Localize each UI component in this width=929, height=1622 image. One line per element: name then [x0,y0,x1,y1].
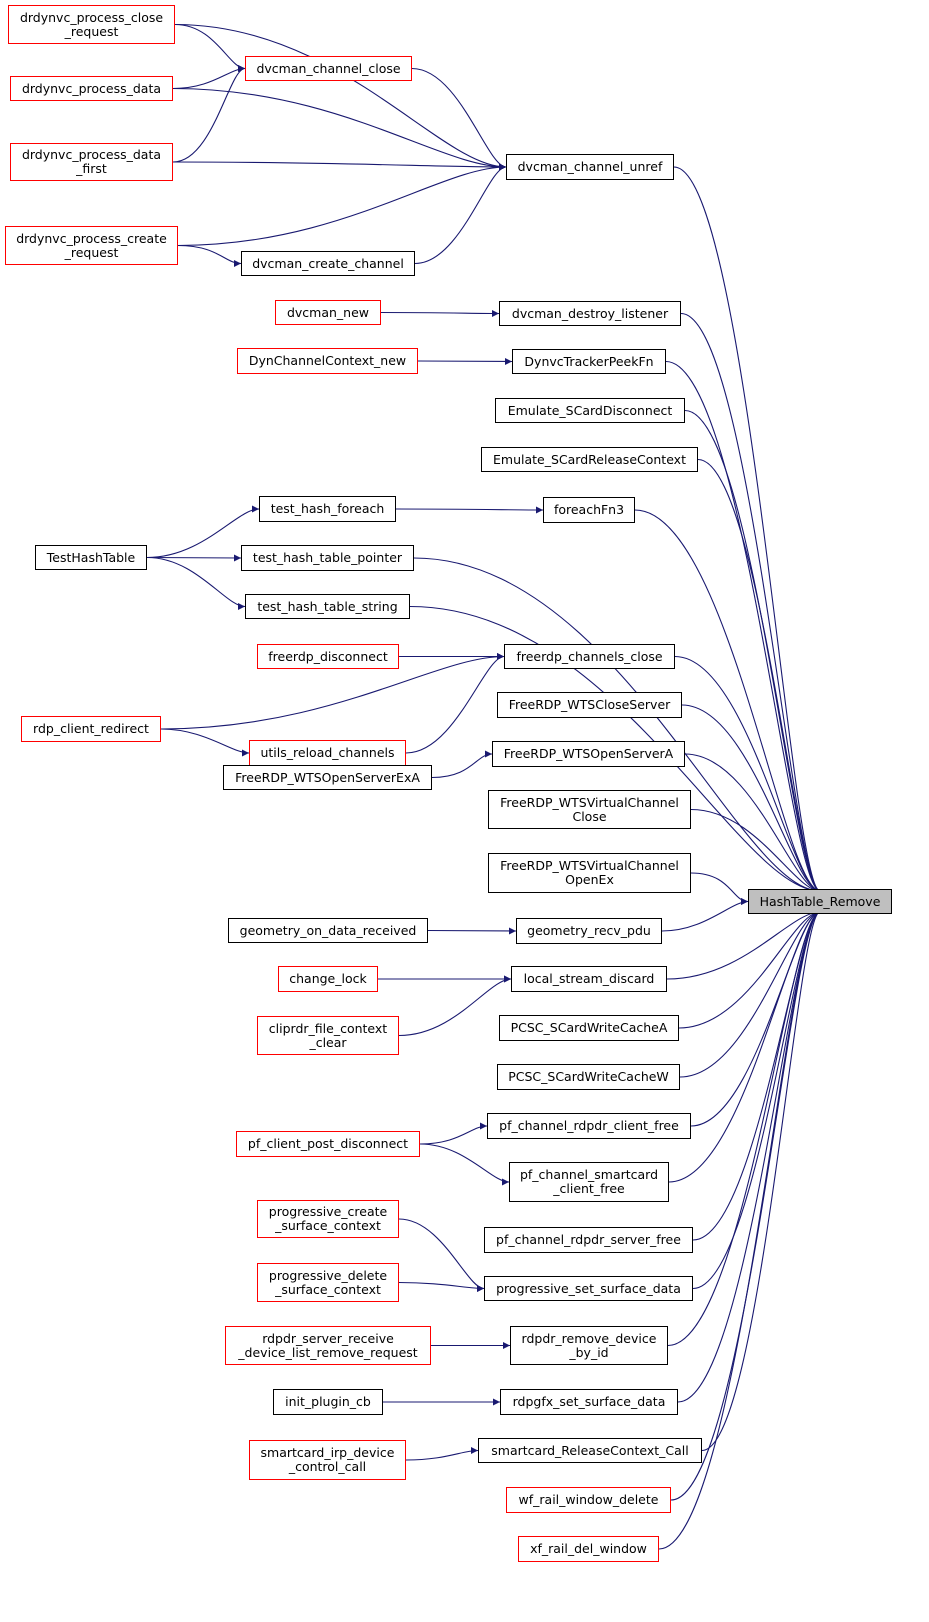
edge-DynChannelContext_new-to-DynvcTrackerPeekFn [417,357,513,365]
node-progressive-create-surface-context[interactable]: progressive_create _surface_context [257,1200,399,1238]
edge-dvcman_new-to-dvcman_destroy_listener [380,309,500,317]
node-pf-channel-rdpdr-client-free[interactable]: pf_channel_rdpdr_client_free [487,1113,691,1139]
edge-FreeRDP_WTSCloseServer-to-target [681,704,821,895]
edge-dvcman_channel_unref-to-target [673,166,821,895]
edge-utils_reload_channels-to-freerdp_channels_close [405,653,505,754]
node-freerdp-wtscloseserver[interactable]: FreeRDP_WTSCloseServer [497,692,682,718]
node-dvcman-new[interactable]: dvcman_new [275,300,381,325]
node-progressive-delete-surface-context[interactable]: progressive_delete _surface_context [257,1263,399,1302]
node-change-lock[interactable]: change_lock [278,966,378,992]
node-dvcman-channel-unref[interactable]: dvcman_channel_unref [506,154,674,180]
edge-drdynvc_process_create_request-to-dvcman_create_channel [177,244,242,267]
node-freerdp-disconnect[interactable]: freerdp_disconnect [257,644,399,669]
edge-rdpgfx_set_surface_data-to-target [677,908,821,1403]
edge-TestHashTable-to-test_hash_table_pointer [146,554,242,562]
node-hashtable-remove: HashTable_Remove [748,889,892,914]
edge-TestHashTable-to-test_hash_table_string [146,556,246,610]
edge-drdynvc_process_data-to-dvcman_channel_close [172,65,246,90]
edge-rdp_client_redirect-to-utils_reload_channels [160,728,250,757]
node-rdp-client-redirect[interactable]: rdp_client_redirect [21,716,161,742]
edge-drdynvc_process_create_request-to-dvcman_channel_unref [177,163,507,247]
edge-Emulate_SCardReleaseContext-to-target [697,458,821,895]
node-pcsc-scardwritecachew[interactable]: PCSC_SCardWriteCacheW [497,1064,680,1090]
edge-drdynvc_process_close_request-to-dvcman_channel_unref [174,23,507,171]
node-rdpdr-server-receive-device-list-remove-request[interactable]: rdpdr_server_receive _device_list_remove… [225,1326,431,1365]
node-pf-channel-rdpdr-server-free[interactable]: pf_channel_rdpdr_server_free [484,1227,693,1253]
node-drdynvc-process-close-request[interactable]: drdynvc_process_close _request [8,5,175,44]
node-dynchannelcontext-new[interactable]: DynChannelContext_new [237,348,418,374]
node-wf-rail-window-delete[interactable]: wf_rail_window_delete [506,1487,671,1513]
node-xf-rail-del-window[interactable]: xf_rail_del_window [518,1536,659,1562]
edge-local_stream_discard-to-target [666,908,821,980]
edge-freerdp_channels_close-to-target [674,655,821,895]
node-rdpdr-remove-device-by-id[interactable]: rdpdr_remove_device _by_id [510,1326,668,1365]
node-drdynvc-process-data[interactable]: drdynvc_process_data [10,76,173,101]
node-rdpgfx-set-surface-data[interactable]: rdpgfx_set_surface_data [500,1389,678,1415]
node-pf-channel-smartcard-client-free[interactable]: pf_channel_smartcard _client_free [509,1162,669,1202]
edge-TestHashTable-to-test_hash_foreach [146,505,260,559]
node-freerdp-wtsopenservera[interactable]: FreeRDP_WTSOpenServerA [492,741,685,767]
node-drdynvc-process-create-request[interactable]: drdynvc_process_create _request [5,226,178,265]
edge-FreeRDP_WTSOpenServerA-to-target [684,753,821,895]
node-cliprdr-file-context-clear[interactable]: cliprdr_file_context _clear [257,1016,399,1055]
edge-geometry_on_data_received-to-geometry_recv_pdu [427,927,517,935]
edge-foreachFn3-to-target [634,509,821,895]
node-init-plugin-cb[interactable]: init_plugin_cb [273,1389,383,1415]
edge-FreeRDP_WTSVirtualChannelClose-to-target [690,808,821,895]
edge-wf_rail_window_delete-to-target [670,908,821,1501]
edge-drdynvc_process_data_first-to-dvcman_channel_unref [172,161,507,171]
edge-FreeRDP_WTSOpenServerExA-to-FreeRDP_WTSOpenServerA [431,750,493,779]
edge-PCSC_SCardWriteCacheA-to-target [678,908,821,1029]
node-smartcard-releasecontext-call[interactable]: smartcard_ReleaseContext_Call [478,1438,702,1463]
node-dynvctrackerpeekfn[interactable]: DynvcTrackerPeekFn [512,349,666,374]
edge-dvcman_channel_close-to-dvcman_channel_unref [411,67,507,171]
edge-cliprdr_file_context_clear-to-local_stream_discard [398,975,512,1037]
node-freerdp-wtsopenserverexa[interactable]: FreeRDP_WTSOpenServerExA [223,765,432,790]
node-geometry-on-data-received[interactable]: geometry_on_data_received [228,918,428,943]
node-freerdp-channels-close[interactable]: freerdp_channels_close [504,644,675,669]
edge-test_hash_table_pointer-to-target [413,557,821,895]
node-test-hash-table-string[interactable]: test_hash_table_string [245,594,410,619]
node-smartcard-irp-device-control-call[interactable]: smartcard_irp_device _control_call [249,1440,406,1480]
edge-geometry_recv_pdu-to-target [661,898,749,932]
node-geometry-recv-pdu[interactable]: geometry_recv_pdu [516,918,662,944]
edge-drdynvc_process_data-to-dvcman_channel_unref [172,87,507,171]
edge-pf_client_post_disconnect-to-pf_channel_rdpdr_client_free [419,1122,488,1145]
edge-progressive_delete_surface_context-to-progressive_set_surface_data [398,1281,485,1292]
edge-rdp_client_redirect-to-freerdp_channels_close [160,653,505,730]
edge-pf_channel_rdpdr_client_free-to-target [690,908,821,1127]
node-progressive-set-surface-data[interactable]: progressive_set_surface_data [484,1276,693,1301]
node-pcsc-scardwritecachea[interactable]: PCSC_SCardWriteCacheA [499,1015,679,1041]
edge-smartcard_irp_device_control_call-to-smartcard_ReleaseContext_Call [405,1447,479,1461]
node-dvcman-destroy-listener[interactable]: dvcman_destroy_listener [499,301,681,326]
node-freerdp-wtsvirtualchannelclose[interactable]: FreeRDP_WTSVirtualChannel Close [488,790,691,829]
edge-dvcman_create_channel-to-dvcman_channel_unref [414,163,507,265]
node-testhashtable[interactable]: TestHashTable [35,545,147,570]
edge-DynvcTrackerPeekFn-to-target [665,360,821,895]
edge-xf_rail_del_window-to-target [658,908,821,1550]
edge-smartcard_ReleaseContext_Call-to-target [701,908,821,1452]
node-emulate-scarddisconnect[interactable]: Emulate_SCardDisconnect [495,398,685,423]
edge-progressive_create_surface_context-to-progressive_set_surface_data [398,1218,485,1292]
node-dvcman-create-channel[interactable]: dvcman_create_channel [241,251,415,276]
edge-PCSC_SCardWriteCacheW-to-target [679,908,821,1078]
node-foreachfn3[interactable]: foreachFn3 [543,497,635,523]
node-test-hash-table-pointer[interactable]: test_hash_table_pointer [241,545,414,571]
edge-test_hash_foreach-to-foreachFn3 [395,506,544,514]
node-local-stream-discard[interactable]: local_stream_discard [511,966,667,992]
node-pf-client-post-disconnect[interactable]: pf_client_post_disconnect [236,1131,420,1157]
edge-pf_channel_smartcard_client_free-to-target [668,908,821,1183]
edge-rdpdr_remove_device_by_id-to-target [667,908,821,1347]
edge-drdynvc_process_data_first-to-dvcman_channel_close [172,65,246,163]
node-dvcman-channel-close[interactable]: dvcman_channel_close [245,56,412,81]
edge-pf_client_post_disconnect-to-pf_channel_smartcard_client_free [419,1143,510,1186]
node-drdynvc-process-data-first[interactable]: drdynvc_process_data _first [10,143,173,181]
node-emulate-scardreleasecontext[interactable]: Emulate_SCardReleaseContext [481,447,698,472]
node-utils-reload-channels[interactable]: utils_reload_channels [249,740,406,766]
edge-FreeRDP_WTSVirtualChannelOpenEx-to-target [690,872,749,905]
node-freerdp-wtsvirtualchannelopenex[interactable]: FreeRDP_WTSVirtualChannel OpenEx [488,853,691,893]
node-test-hash-foreach[interactable]: test_hash_foreach [259,496,396,522]
